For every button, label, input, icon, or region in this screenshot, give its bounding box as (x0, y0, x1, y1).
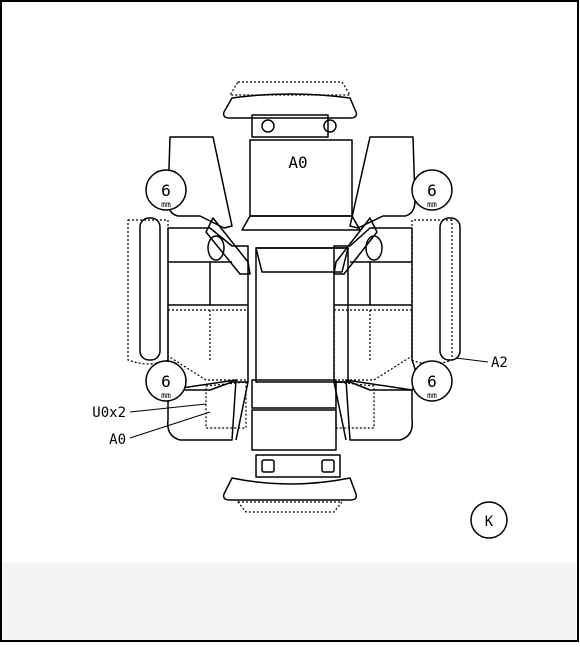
tire-front-right-depth: 6 (427, 181, 437, 200)
tire-rear-left-unit: mm (161, 391, 171, 400)
tire-front-left (145, 169, 187, 211)
sheet-footer-band (2, 563, 577, 640)
tire-rear-right (411, 360, 453, 402)
right-rear-quarter (345, 379, 413, 441)
rear-window (251, 379, 337, 409)
left-rear-door (167, 309, 249, 381)
sheet-inner-area (28, 32, 552, 622)
left-rear-lower-panel (205, 381, 247, 429)
rear-panel (255, 454, 341, 478)
tire-rear-right-depth: 6 (427, 372, 437, 391)
tire-front-right (411, 169, 453, 211)
tire-rear-left-depth: 6 (161, 372, 171, 391)
left-rear-quarter (167, 379, 237, 441)
right-mirror (365, 235, 383, 261)
mark-windshield: A0 (288, 153, 307, 172)
tire-front-left-unit: mm (161, 200, 171, 209)
roof-front-edge (255, 247, 349, 273)
front-left-headlight (261, 119, 275, 133)
mark-left-rear-lower-1: U0x2 (92, 405, 126, 421)
leader-line-a0-lower (129, 411, 211, 439)
front-bumper (222, 93, 358, 119)
front-bumper-outline (229, 81, 351, 96)
front-grille (251, 114, 329, 138)
rear-bumper (222, 477, 358, 501)
left-c-pillar (235, 381, 249, 441)
corner-badge-circle (470, 501, 508, 539)
right-running-board (439, 217, 461, 361)
corner-badge-label: K (485, 514, 494, 530)
left-running-board (139, 217, 161, 361)
left-mirror (207, 235, 225, 261)
leader-line-u0x2 (129, 403, 207, 413)
tire-rear-right-unit: mm (427, 391, 437, 400)
tire-front-right-unit: mm (427, 200, 437, 209)
trunk-lid (251, 409, 337, 451)
front-right-headlight (323, 119, 337, 133)
left-side-dotted-panel (127, 219, 169, 365)
right-a-pillar (333, 217, 378, 275)
leader-line-a2 (455, 357, 489, 363)
mark-left-rear-lower-2: A0 (109, 432, 126, 448)
rear-right-light (321, 459, 335, 473)
right-rear-door (333, 309, 413, 381)
rear-left-light (261, 459, 275, 473)
tire-rear-left (145, 360, 187, 402)
tire-front-left-depth: 6 (161, 181, 171, 200)
rear-bumper-outline (237, 501, 343, 513)
mark-right-rear-panel: A2 (491, 355, 508, 371)
left-a-pillar (205, 217, 251, 275)
